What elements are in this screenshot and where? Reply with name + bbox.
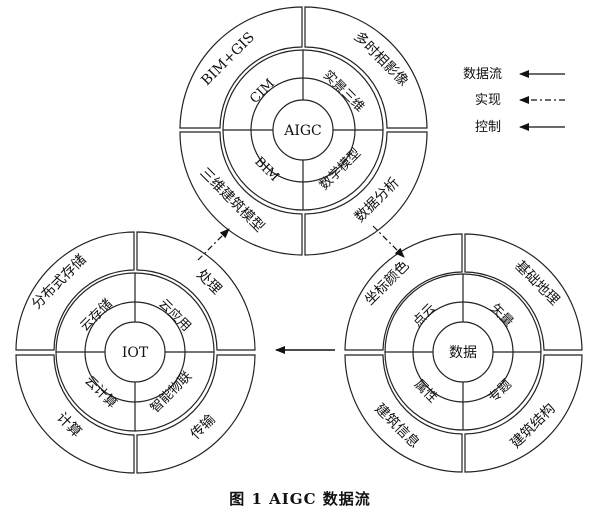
aigc-outer-label-bim-gis: BIM+GIS xyxy=(198,29,258,89)
iot-inner-label-cloud-application: 云应用 xyxy=(155,296,194,335)
legend-label-dataflow: 数据流 xyxy=(463,67,502,82)
data-outer-label-building-structure: 建筑结构 xyxy=(508,401,559,452)
aigc-outer-label-multitemporal-imagery: 多时相影像 xyxy=(350,28,412,90)
data-outer-label-coordinate-color: 坐标颜色 xyxy=(361,257,413,309)
data-wheel: 数据 点云 矢量 专题 属性 坐标颜色 基础地理 建筑结构 建筑信息 xyxy=(344,233,583,473)
iot-outer-segment-bottom-left xyxy=(15,354,135,474)
iot-outer-segment-top-left xyxy=(15,231,135,351)
data-outer-label-building-information: 建筑信息 xyxy=(371,400,423,452)
aigc-outer-segment-top-right xyxy=(304,6,428,129)
data-inner-label-vector: 矢量 xyxy=(487,301,516,330)
data-outer-segment-bottom-left xyxy=(344,354,463,473)
aigc-outer-segment-bottom-right xyxy=(304,131,428,256)
arrow-iot-to-aigc-implementation xyxy=(197,228,230,261)
data-inner-label-point-cloud: 点云 xyxy=(410,301,439,330)
iot-outer-label-computation: 计算 xyxy=(53,410,84,441)
figure-caption: 图 1 AIGC 数据流 xyxy=(229,490,371,508)
legend: 数据流 实现 控制 xyxy=(463,67,565,135)
iot-inner-label-cloud-computing: 云计算 xyxy=(81,373,119,411)
data-inner-label-attribute: 属性 xyxy=(411,377,440,406)
aigc-inner-label-cim: CIM xyxy=(247,76,278,107)
data-core-label: 数据 xyxy=(449,345,477,361)
iot-outer-label-transmission: 传输 xyxy=(188,412,219,443)
data-outer-segment-top-right xyxy=(464,233,583,351)
iot-wheel: IOT 云存储 云应用 智能物联 云计算 分布式存储 处理 传输 计算 xyxy=(15,231,256,474)
data-outer-segment-top-left xyxy=(344,233,463,351)
iot-core-label: IOT xyxy=(122,345,149,361)
iot-outer-label-processing: 处理 xyxy=(193,267,224,298)
iot-outer-segment-top-right xyxy=(136,231,256,351)
iot-inner-label-smart-iot: 智能物联 xyxy=(148,369,195,416)
aigc-inner-label-bim: BIM xyxy=(251,154,281,184)
data-outer-label-basic-geography: 基础地理 xyxy=(511,257,563,309)
iot-inner-label-cloud-storage: 云存储 xyxy=(77,296,115,334)
aigc-outer-segment-bottom-left xyxy=(179,131,303,256)
legend-label-implementation: 实现 xyxy=(475,93,501,108)
aigc-core-label: AIGC xyxy=(283,123,322,139)
aigc-inner-label-realscene-3d: 实景三维 xyxy=(320,68,367,115)
iot-outer-segment-bottom-right xyxy=(136,354,256,474)
aigc-outer-label-data-analysis: 数据分析 xyxy=(352,175,403,226)
data-outer-segment-bottom-right xyxy=(464,354,583,473)
aigc-outer-segment-top-left xyxy=(179,6,303,129)
aigc-wheel: AIGC CIM 实景三维 数学模型 BIM BIM+GIS 多时相影像 数据分… xyxy=(179,6,428,256)
data-inner-label-thematic: 专题 xyxy=(486,377,515,406)
legend-label-control: 控制 xyxy=(475,120,501,135)
